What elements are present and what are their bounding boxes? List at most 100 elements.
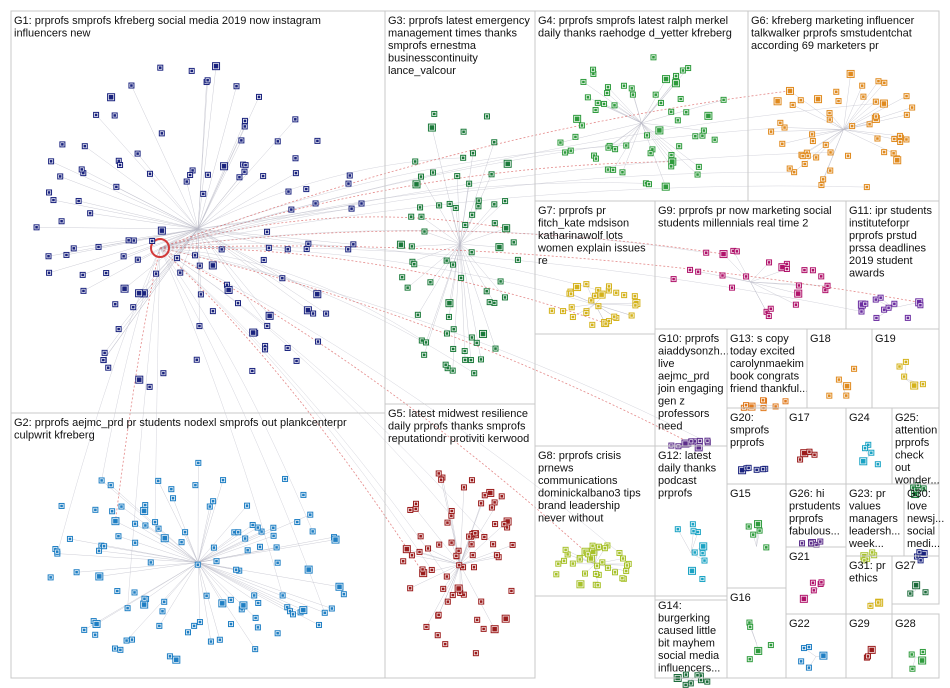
node[interactable] (781, 124, 788, 131)
node[interactable] (147, 559, 154, 566)
node[interactable] (768, 128, 775, 135)
node[interactable] (109, 508, 116, 515)
node[interactable] (808, 540, 815, 547)
node[interactable] (719, 272, 726, 279)
node[interactable] (779, 140, 786, 147)
node[interactable] (265, 244, 272, 251)
node[interactable] (872, 296, 879, 303)
node[interactable] (130, 237, 137, 244)
node[interactable] (613, 289, 620, 296)
node[interactable] (809, 131, 816, 138)
node[interactable] (896, 132, 903, 139)
node[interactable] (687, 680, 694, 687)
node[interactable] (799, 153, 806, 160)
node[interactable] (917, 302, 924, 309)
node[interactable] (174, 255, 181, 262)
node[interactable] (620, 555, 627, 562)
node[interactable] (309, 528, 316, 535)
node[interactable] (264, 322, 271, 329)
node[interactable] (508, 587, 515, 594)
node[interactable] (477, 356, 484, 363)
node[interactable] (873, 314, 880, 321)
node[interactable] (168, 486, 175, 493)
node[interactable] (408, 213, 415, 220)
node[interactable] (492, 345, 499, 352)
node[interactable] (612, 146, 619, 153)
node[interactable] (671, 79, 680, 88)
node[interactable] (345, 180, 352, 187)
node[interactable] (412, 505, 419, 512)
node[interactable] (335, 582, 344, 591)
node[interactable] (135, 289, 144, 298)
node[interactable] (396, 240, 405, 249)
node[interactable] (285, 188, 292, 195)
node[interactable] (502, 198, 509, 205)
node[interactable] (440, 585, 447, 592)
node[interactable] (747, 623, 754, 630)
node[interactable] (47, 574, 54, 581)
node[interactable] (704, 678, 711, 685)
node[interactable] (73, 569, 80, 576)
node[interactable] (279, 592, 286, 599)
node[interactable] (875, 78, 882, 85)
node[interactable] (514, 256, 521, 263)
node[interactable] (46, 269, 53, 276)
node[interactable] (414, 311, 421, 318)
node[interactable] (619, 169, 626, 176)
node[interactable] (478, 598, 485, 605)
node[interactable] (673, 72, 680, 79)
node[interactable] (573, 114, 582, 123)
node[interactable] (265, 311, 274, 320)
node[interactable] (251, 592, 258, 599)
node[interactable] (610, 166, 617, 173)
node[interactable] (896, 363, 903, 370)
node[interactable] (448, 539, 455, 546)
node[interactable] (303, 306, 312, 315)
node[interactable] (101, 349, 108, 356)
node[interactable] (583, 281, 590, 288)
node[interactable] (241, 168, 248, 175)
node[interactable] (553, 571, 560, 578)
node[interactable] (683, 109, 690, 116)
node[interactable] (299, 606, 308, 615)
node[interactable] (303, 186, 310, 193)
node[interactable] (204, 171, 211, 178)
node[interactable] (897, 138, 904, 145)
node[interactable] (858, 308, 865, 315)
node[interactable] (604, 90, 611, 97)
node[interactable] (468, 249, 475, 256)
node[interactable] (262, 346, 269, 353)
node[interactable] (824, 282, 831, 289)
node[interactable] (576, 580, 585, 589)
node[interactable] (466, 533, 473, 540)
node[interactable] (458, 274, 465, 281)
node[interactable] (584, 551, 591, 558)
node[interactable] (914, 482, 921, 489)
node[interactable] (100, 357, 107, 364)
node[interactable] (612, 569, 619, 576)
node[interactable] (157, 64, 164, 71)
node[interactable] (628, 85, 635, 92)
node[interactable] (623, 568, 630, 575)
node[interactable] (450, 345, 457, 352)
node[interactable] (783, 266, 790, 273)
node[interactable] (903, 136, 910, 143)
node[interactable] (819, 651, 828, 660)
node[interactable] (160, 370, 167, 377)
node[interactable] (809, 579, 816, 586)
node[interactable] (469, 150, 476, 157)
node[interactable] (814, 95, 823, 104)
node[interactable] (442, 641, 449, 648)
node[interactable] (745, 523, 752, 530)
node[interactable] (846, 69, 855, 78)
node[interactable] (767, 305, 774, 312)
node[interactable] (124, 605, 131, 612)
node[interactable] (786, 165, 793, 172)
node[interactable] (919, 381, 926, 388)
node[interactable] (682, 681, 689, 688)
node[interactable] (443, 573, 450, 580)
node[interactable] (402, 545, 411, 554)
node[interactable] (472, 530, 479, 537)
node[interactable] (789, 101, 796, 108)
node[interactable] (691, 549, 698, 556)
